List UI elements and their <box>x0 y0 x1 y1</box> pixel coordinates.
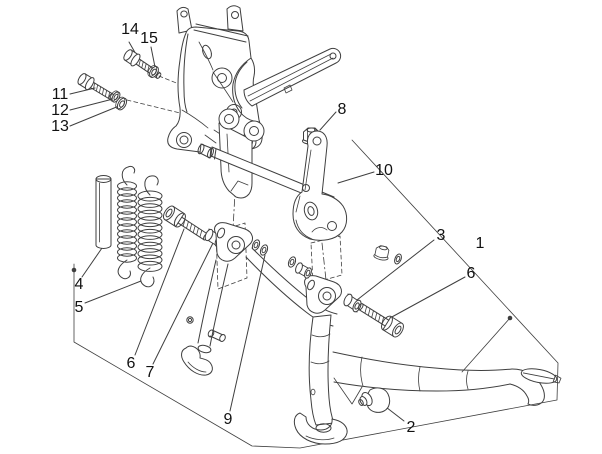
group-boundary-outline <box>71 139 559 449</box>
socket-screw-right-part <box>357 303 404 338</box>
bracket-arm <box>243 47 342 107</box>
callout-6-right: 6 <box>466 265 476 282</box>
hex-bolt-11-part <box>77 73 114 100</box>
stand-lever-part <box>292 130 348 241</box>
spacer-right-part <box>343 293 362 313</box>
group-marker-dot <box>71 267 77 273</box>
callout-2: 2 <box>406 419 416 436</box>
callout-4: 4 <box>74 276 84 293</box>
stand-body-part <box>181 222 562 445</box>
washer-15-part <box>147 65 159 78</box>
callout-12: 12 <box>51 102 69 119</box>
callout-5: 5 <box>74 299 84 316</box>
callout-10: 10 <box>375 162 393 179</box>
callout-9: 9 <box>223 411 233 428</box>
outer-spring-part <box>137 175 163 288</box>
spring-sleeve-part <box>95 175 112 249</box>
callout-11: 11 <box>51 86 69 103</box>
callout-8: 8 <box>337 101 347 118</box>
callout-3: 3 <box>436 227 446 244</box>
socket-screw-left-part <box>162 205 209 241</box>
callout-13: 13 <box>51 118 69 135</box>
callout-6-left: 6 <box>126 355 136 372</box>
callout-1: 1 <box>475 235 485 252</box>
hex-bolt-14-part <box>123 49 162 79</box>
buffer-part <box>358 387 391 413</box>
spacer-set-part <box>251 239 312 279</box>
callout-15: 15 <box>140 30 158 47</box>
inner-spring-part <box>117 166 137 280</box>
axle-nut-washer-part <box>373 245 402 265</box>
callout-7: 7 <box>145 364 155 381</box>
callout-14: 14 <box>121 21 139 38</box>
washer-13-part <box>115 96 128 111</box>
